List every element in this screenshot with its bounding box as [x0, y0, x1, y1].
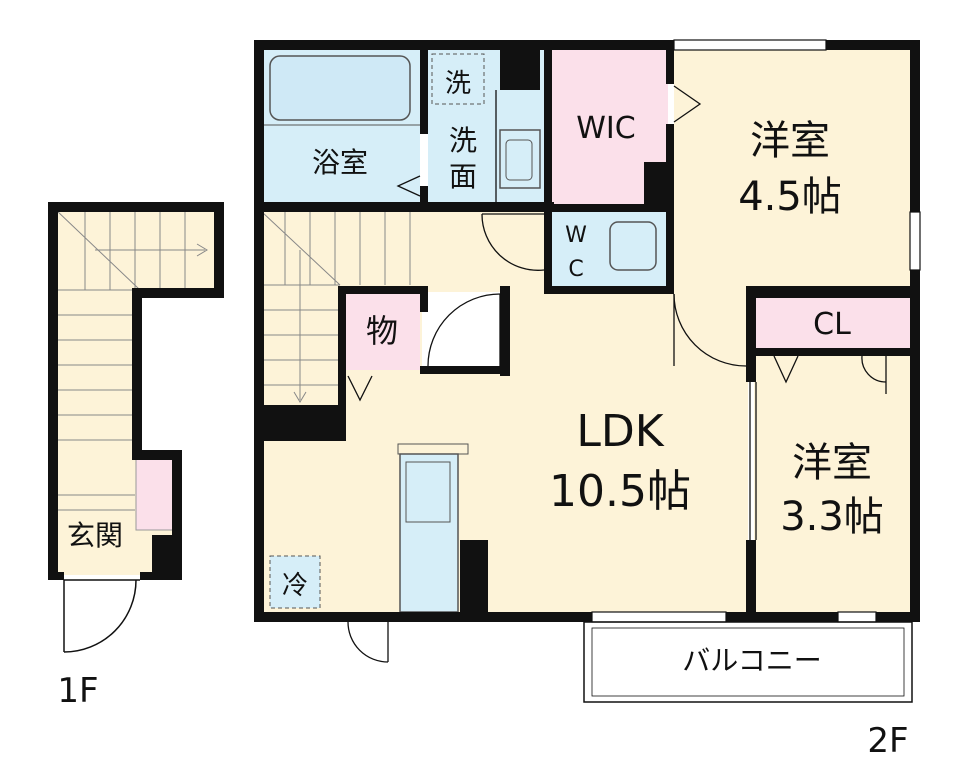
stair-2f-steps	[261, 211, 411, 403]
kitchen-sink	[399, 453, 459, 613]
wc-label-c: C	[568, 257, 583, 282]
cl-floor	[754, 298, 912, 348]
kitchen-counter	[397, 443, 469, 455]
doors-2f	[347, 85, 887, 663]
cl-label: CL	[813, 307, 851, 342]
storage-floor	[345, 292, 420, 370]
entrance-label: 玄関	[67, 519, 123, 552]
western1-size: 4.5帖	[738, 174, 842, 220]
wc-label-w: W	[565, 223, 587, 248]
windows-2f	[591, 39, 921, 623]
floor-label-2f: 2F	[867, 721, 908, 761]
washroom-label-2: 面	[449, 160, 477, 193]
balcony	[583, 621, 913, 703]
walls-1f	[48, 202, 224, 580]
stair-1f-steps	[55, 209, 208, 511]
fridge-space	[269, 555, 321, 609]
floor-label-1f: 1F	[57, 671, 98, 711]
floor-1f: 玄関 1F	[48, 202, 224, 711]
ldk-name: LDK	[576, 406, 664, 457]
fridge-label: 冷	[282, 571, 308, 601]
shoe-closet	[135, 457, 175, 531]
walls-2f	[254, 40, 920, 622]
bath-label: 浴室	[312, 146, 368, 179]
hall-floor	[420, 212, 550, 292]
ldk-floor	[262, 292, 748, 614]
storage-label: 物	[366, 312, 398, 350]
floor-2f: 浴室 洗 洗 面 WIC W C 洋室 4.5帖 物 CL LDK 10.5帖 …	[254, 39, 921, 761]
balcony-label: バルコニー	[682, 644, 821, 677]
western1-floor	[674, 48, 912, 292]
western2-name: 洋室	[792, 440, 872, 486]
washing-machine	[431, 53, 485, 105]
wic-label: WIC	[576, 111, 635, 146]
western2-floor	[754, 352, 912, 614]
western2-size: 3.3帖	[780, 494, 884, 540]
washer-label: 洗	[445, 69, 471, 99]
washroom-label-1: 洗	[449, 124, 477, 157]
bathtub	[269, 55, 411, 121]
toilet	[609, 221, 657, 271]
entrance-door	[63, 579, 140, 653]
ldk-size: 10.5帖	[549, 466, 691, 517]
western1-name: 洋室	[750, 118, 830, 164]
